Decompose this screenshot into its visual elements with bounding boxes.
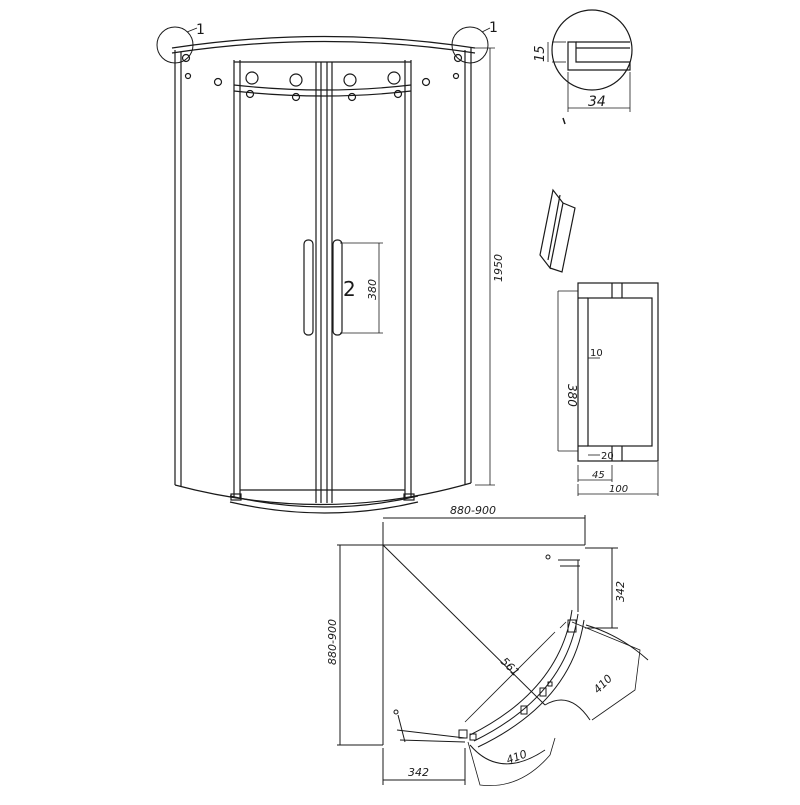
plan-bottom-side-dimension: 342 bbox=[408, 766, 429, 779]
plan-right-door-dimension: 410 bbox=[591, 672, 615, 696]
handle-perspective bbox=[539, 188, 576, 273]
door-rollers bbox=[181, 53, 463, 102]
plan-right-side-dimension: 342 bbox=[614, 581, 627, 602]
handle-total-depth-dimension: 100 bbox=[609, 484, 628, 495]
plan-bottom-door-dimension: 410 bbox=[505, 747, 529, 766]
total-height-dimension: 1950 bbox=[492, 254, 505, 282]
rail-width-dimension: 34 bbox=[588, 94, 606, 110]
callout-1-left: 1 bbox=[196, 22, 205, 38]
handle-offset-dimension: 20 bbox=[601, 451, 614, 462]
plan-view bbox=[337, 515, 649, 786]
plan-diagonal-dimension: 561 bbox=[498, 655, 522, 679]
handle-grip-dimension: 10 bbox=[590, 348, 603, 359]
rail-profile-detail bbox=[547, 9, 633, 125]
plan-depth-dimension: 880-900 bbox=[326, 619, 339, 665]
handle-depth-dimension: 45 bbox=[592, 470, 605, 481]
front-view bbox=[156, 26, 495, 514]
handle-detail bbox=[557, 282, 659, 496]
handle-height-dimension: 380 bbox=[366, 279, 379, 300]
handle-callout-2: 2 bbox=[343, 277, 356, 301]
callout-1-right: 1 bbox=[489, 20, 498, 36]
handle-length-dimension: 380 bbox=[565, 384, 579, 407]
plan-width-dimension: 880-900 bbox=[450, 504, 496, 517]
rail-height-dimension: 15 bbox=[533, 45, 548, 62]
